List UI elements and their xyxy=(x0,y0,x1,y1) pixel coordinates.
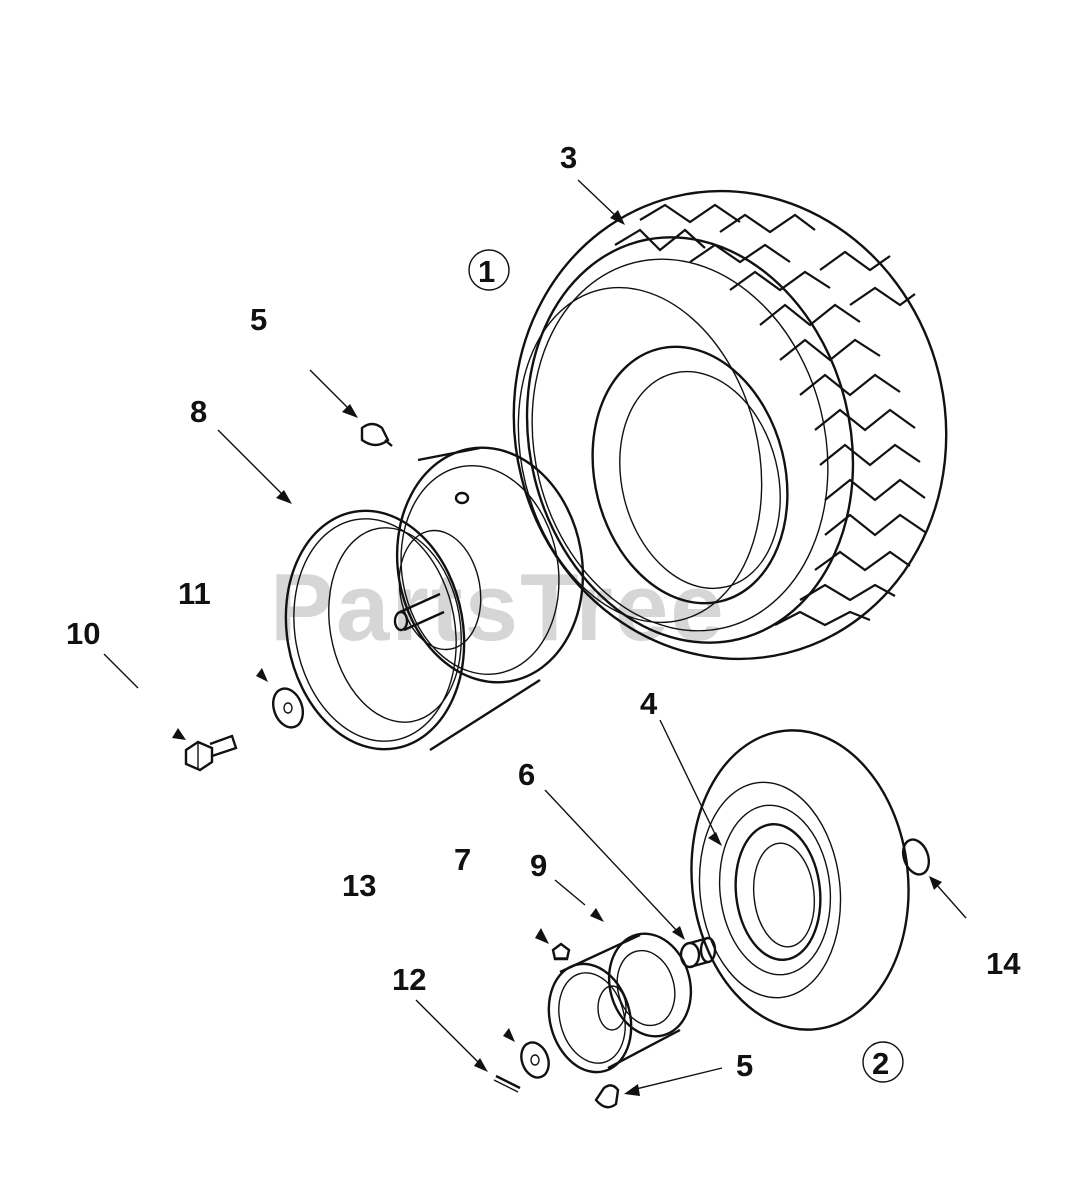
callout-10: 10 xyxy=(66,616,100,651)
valve-stem-top[interactable] xyxy=(360,422,393,447)
watermark-text: PartsTree xyxy=(270,554,726,661)
callout-12: 12 xyxy=(392,962,426,997)
callout-2: 2 xyxy=(872,1046,889,1081)
callout-circle-2 xyxy=(862,1041,904,1083)
washer-rear[interactable] xyxy=(268,684,308,731)
callout-14: 14 xyxy=(986,946,1021,981)
callout-7: 7 xyxy=(454,842,471,877)
tire-tread-pattern xyxy=(614,203,926,627)
washer-front-right[interactable] xyxy=(899,836,934,878)
rear-rim[interactable] xyxy=(267,433,601,764)
front-rim[interactable] xyxy=(537,924,702,1081)
callout-4: 4 xyxy=(640,686,658,721)
callout-13: 13 xyxy=(342,868,376,903)
callout-circle-1 xyxy=(468,249,510,291)
grease-fitting[interactable] xyxy=(551,942,571,961)
valve-stem-bottom[interactable] xyxy=(594,1084,620,1109)
callout-1: 1 xyxy=(478,254,495,289)
bushing[interactable] xyxy=(679,936,717,969)
callout-3: 3 xyxy=(560,140,577,175)
front-tire[interactable] xyxy=(677,720,923,1041)
callout-5-top: 5 xyxy=(250,302,267,337)
leader-lines xyxy=(103,179,967,1096)
callout-9: 9 xyxy=(530,848,547,883)
callout-11: 11 xyxy=(178,576,211,611)
cotter-pin[interactable] xyxy=(493,1074,521,1093)
washer-front-left[interactable] xyxy=(517,1039,554,1082)
callout-8: 8 xyxy=(190,394,207,429)
bolt[interactable] xyxy=(184,734,238,772)
callout-6: 6 xyxy=(518,757,535,792)
rear-tire[interactable] xyxy=(465,145,996,705)
callout-5-bottom: 5 xyxy=(736,1048,753,1083)
axle-stub xyxy=(393,592,445,632)
